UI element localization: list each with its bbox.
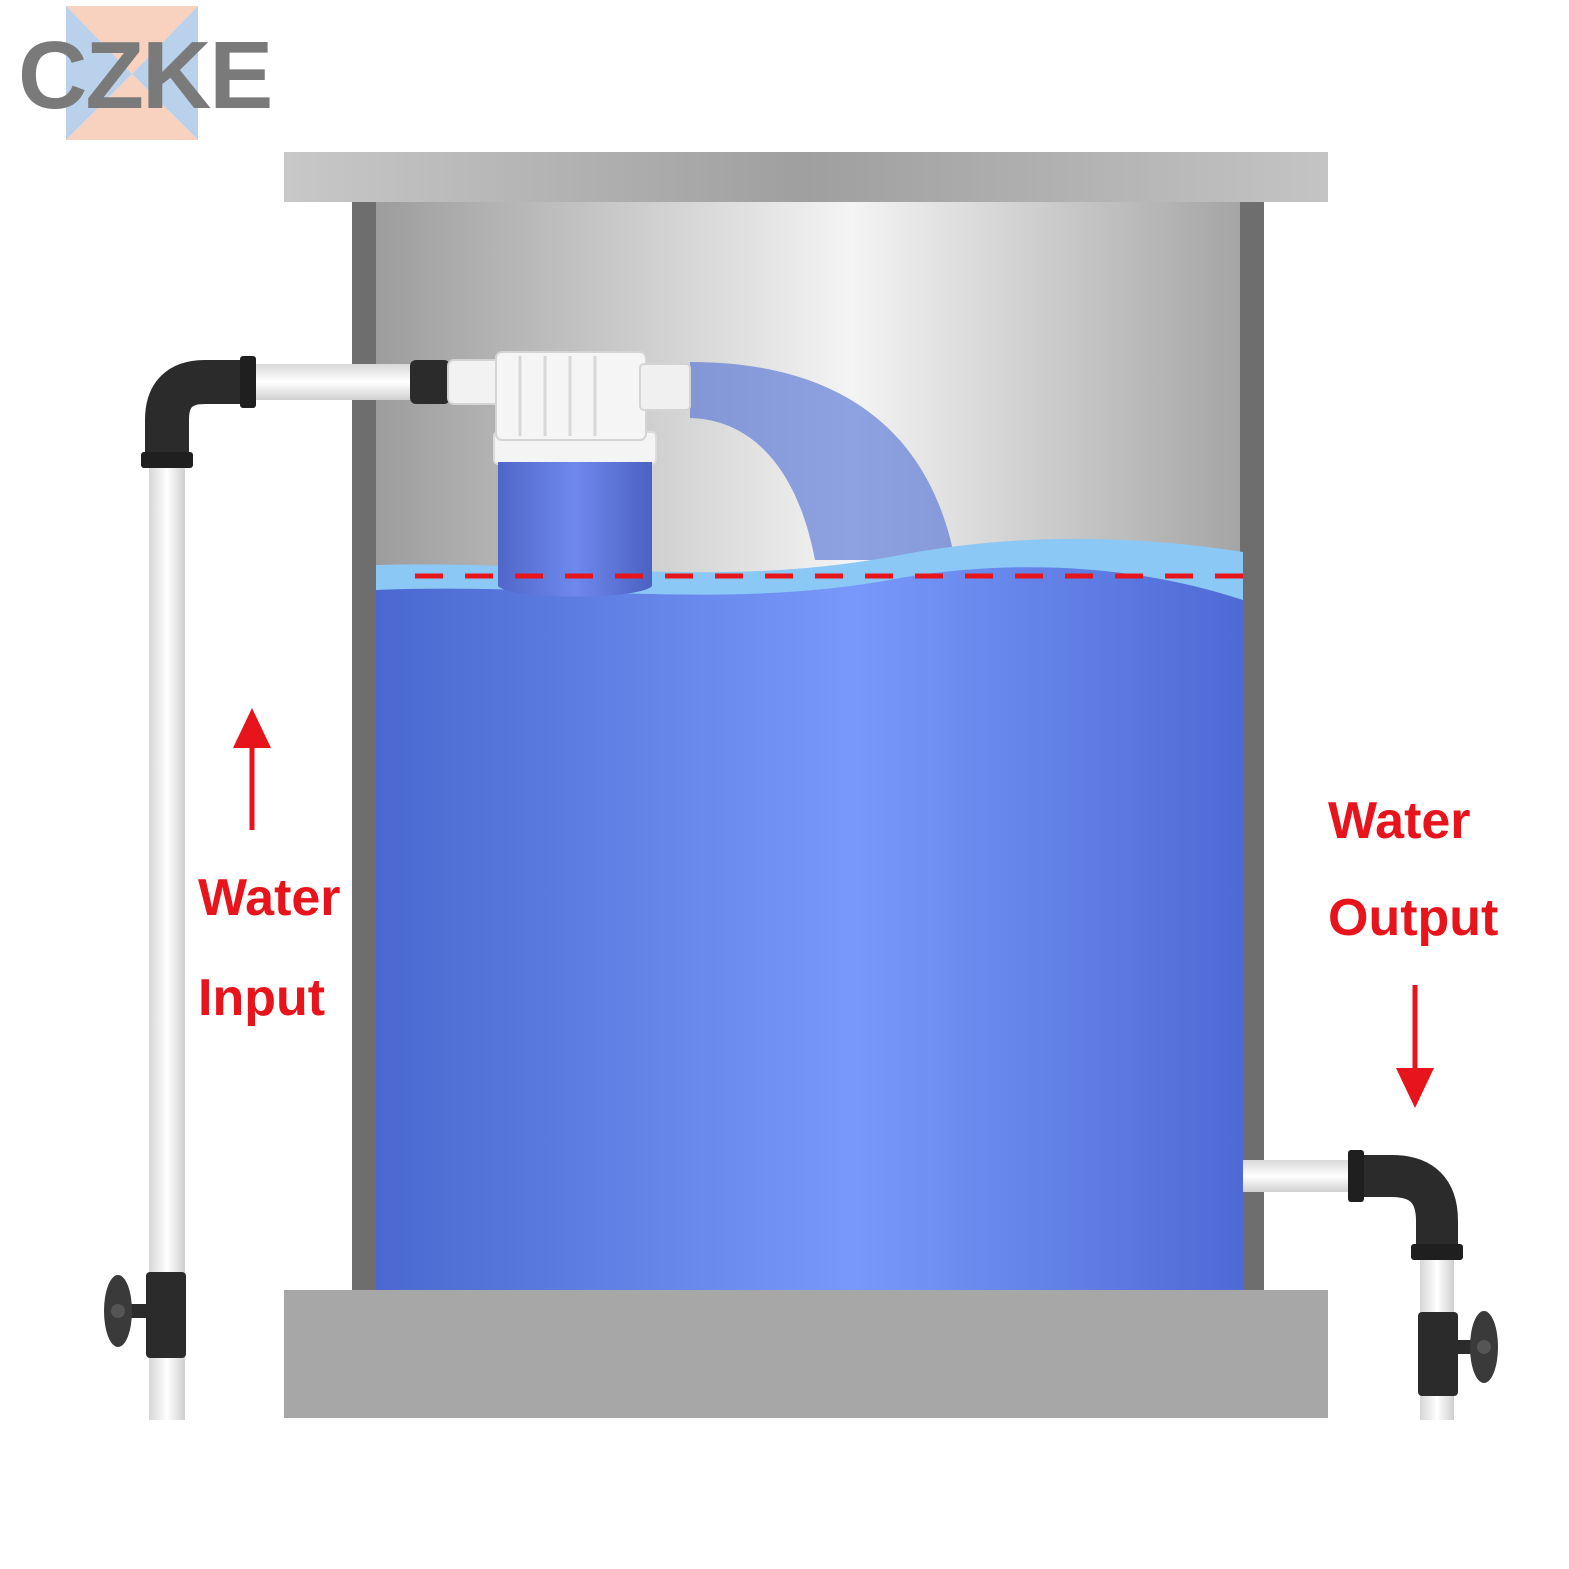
arrow-up-icon bbox=[233, 708, 271, 830]
valve-handle-icon bbox=[1418, 1311, 1498, 1396]
output-pipe-horizontal bbox=[1243, 1160, 1358, 1192]
valve-handle-icon bbox=[104, 1272, 186, 1358]
input-pipe-horizontal bbox=[248, 364, 418, 400]
output-pipe bbox=[1243, 1150, 1498, 1420]
input-pipe-vertical bbox=[149, 460, 185, 1420]
brand-mark-icon bbox=[66, 6, 198, 140]
brand-logo: CZKE bbox=[18, 6, 273, 140]
tank-lid bbox=[284, 152, 1328, 202]
output-elbow-icon bbox=[1348, 1150, 1463, 1260]
input-elbow-icon bbox=[141, 356, 256, 468]
tank-left-wall bbox=[352, 198, 376, 1293]
water-output-label-line1: Water bbox=[1328, 792, 1471, 850]
brand-name: CZKE bbox=[18, 22, 271, 129]
water-inflow-stream bbox=[690, 362, 955, 560]
water-input-label-line2: Input bbox=[198, 969, 325, 1027]
tank-base bbox=[284, 1290, 1328, 1418]
water-body bbox=[376, 567, 1243, 1290]
water-tank bbox=[284, 152, 1328, 1418]
float-valve-icon bbox=[493, 431, 657, 597]
water-output-label-line2: Output bbox=[1328, 889, 1498, 947]
tank-right-wall bbox=[1240, 198, 1264, 1293]
input-pipe bbox=[104, 351, 691, 1420]
pipe-coupling bbox=[410, 360, 450, 404]
water-input-label-line1: Water bbox=[198, 869, 341, 927]
float-valve-fitting bbox=[447, 351, 691, 441]
arrow-down-icon bbox=[1396, 985, 1434, 1108]
